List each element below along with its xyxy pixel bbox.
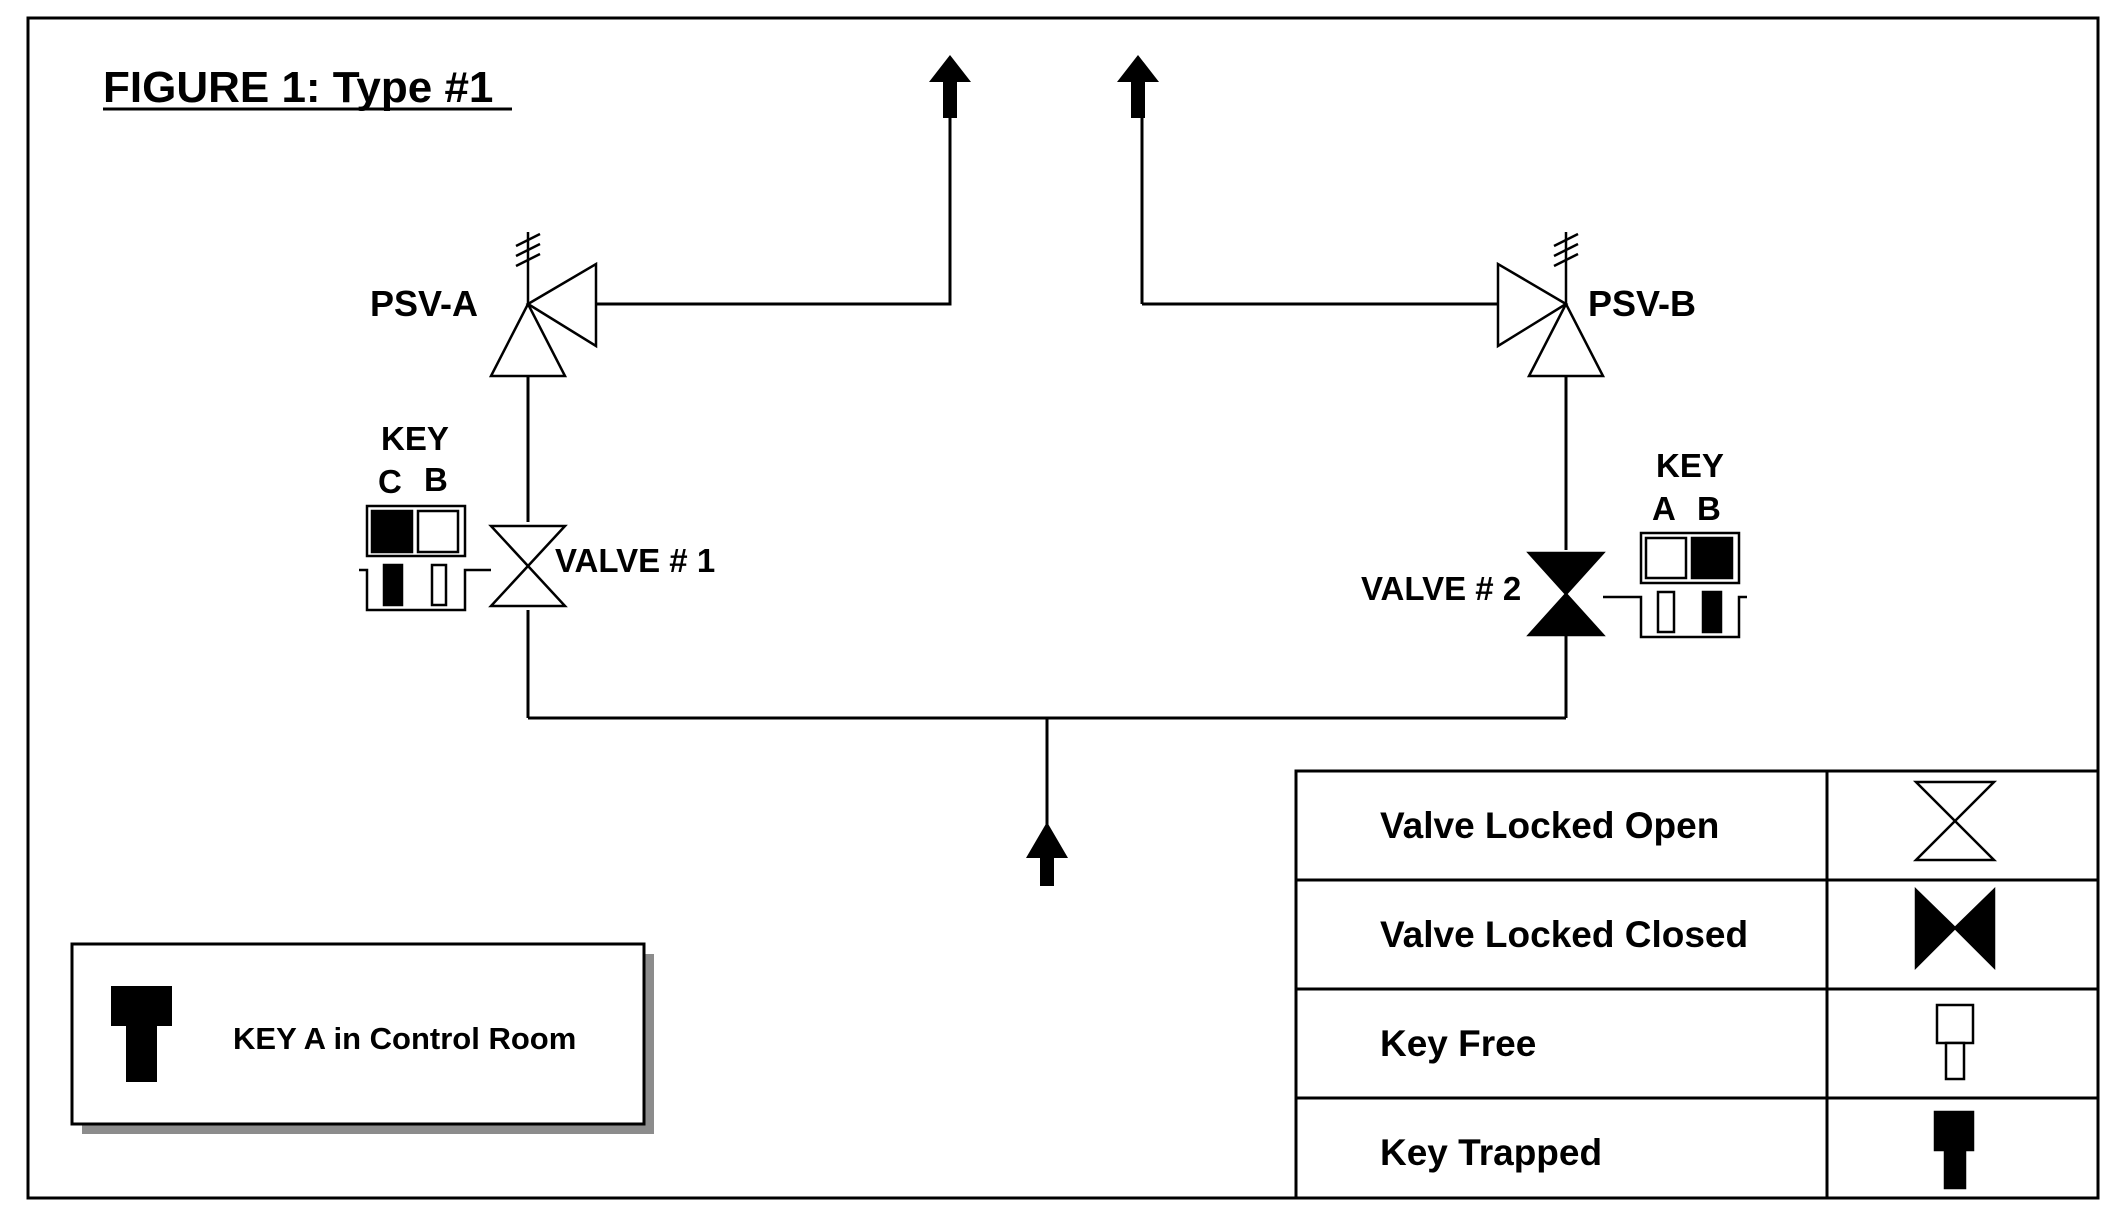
psv-a-label: PSV-A: [370, 283, 478, 324]
interlock-2-key-right-trapped-icon: [1701, 590, 1723, 634]
vent-arrow-right-icon: [1117, 55, 1159, 118]
interlock-1: KEY C B: [359, 420, 491, 612]
key-trapped-icon: [1933, 1110, 1975, 1190]
vent-arrow-left-icon: [929, 55, 971, 118]
interlock-1-title: KEY: [381, 420, 449, 457]
valve-open-icon: [1912, 780, 1998, 862]
valve-2-closed-icon: [1526, 551, 1606, 637]
legend-row-label: Valve Locked Open: [1380, 805, 1719, 846]
valve-2-label: VALVE # 2: [1361, 570, 1521, 607]
interlock-2-key-right: B: [1697, 490, 1721, 527]
control-room-note-text: KEY A in Control Room: [233, 1021, 576, 1056]
legend-row-label: Valve Locked Closed: [1380, 914, 1748, 955]
key-free-icon: [1935, 1003, 1975, 1081]
legend-table: Valve Locked Open Valve Locked Closed Ke…: [1294, 769, 2100, 1200]
figure-title: FIGURE 1: Type #1: [103, 63, 493, 112]
diagram-frame: [26, 16, 2100, 1200]
key-trapped-icon: [111, 986, 172, 1082]
interlock-2-key-left-free-icon: [1656, 590, 1676, 634]
psv-a-symbol: [488, 232, 598, 378]
interlock-2-key-left: A: [1652, 490, 1676, 527]
interlock-2: KEY A B: [1603, 447, 1747, 639]
interlock-1-key-left: C: [378, 463, 402, 500]
interlock-2-title: KEY: [1656, 447, 1724, 484]
valve-1-label: VALVE # 1: [555, 542, 715, 579]
piping: [526, 110, 1568, 850]
legend-row-label: Key Free: [1380, 1023, 1536, 1064]
control-room-note: KEY A in Control Room: [70, 942, 654, 1134]
psv-b-symbol: [1496, 232, 1606, 378]
interlock-1-key-right-free-icon: [430, 563, 448, 607]
psv-b-label: PSV-B: [1588, 283, 1696, 324]
left-vent-line: [591, 110, 952, 306]
interlock-1-key-right: B: [424, 461, 448, 498]
inlet-arrow-icon: [1026, 822, 1068, 886]
valve-closed-icon: [1914, 887, 1996, 971]
legend-row-label: Key Trapped: [1380, 1132, 1602, 1173]
interlock-1-key-left-trapped-icon: [382, 563, 404, 607]
valve-1-open-icon: [488, 524, 568, 608]
